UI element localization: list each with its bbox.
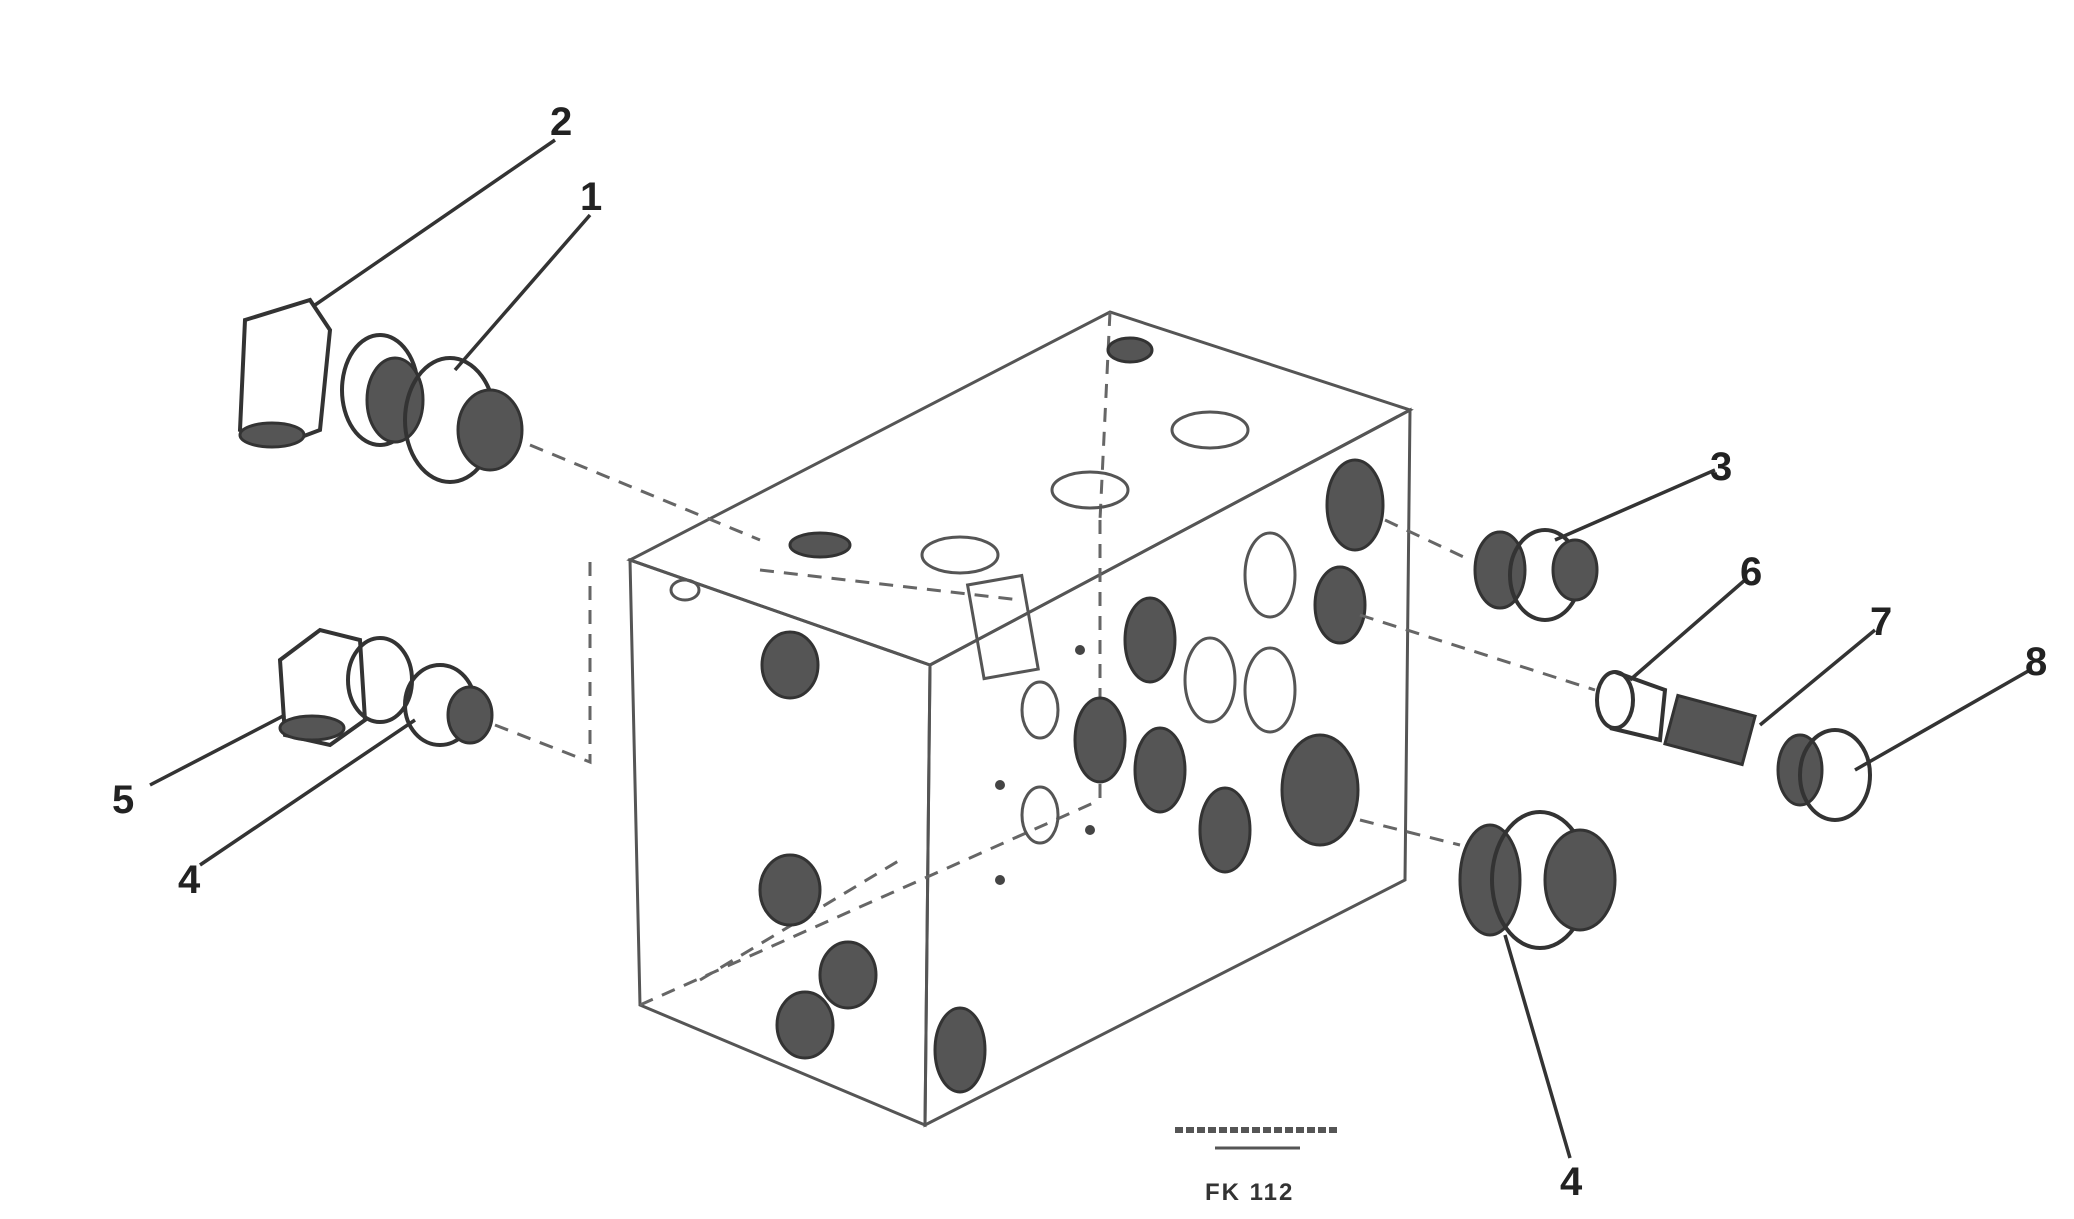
leader-lines — [149, 138, 2031, 1159]
figure-code-block: FK 112 — [1175, 1127, 1340, 1206]
valve-block — [626, 310, 1414, 1128]
callout-2: 2 — [550, 100, 572, 144]
plug-right-upper — [1384, 518, 1599, 622]
callout-4-bottom: 4 — [1560, 1160, 1583, 1204]
callout-4-left: 4 — [178, 858, 201, 902]
cartridge-assembly — [1359, 613, 1872, 822]
callout-7: 7 — [1870, 600, 1892, 644]
callout-5: 5 — [112, 778, 134, 822]
figure-code: FK 112 — [1205, 1179, 1294, 1206]
fitting-right-lower — [1359, 810, 1617, 950]
callout-8: 8 — [2025, 640, 2047, 684]
callout-3: 3 — [1710, 445, 1732, 489]
fitting-lower-left — [277, 560, 592, 765]
callout-6: 6 — [1740, 550, 1762, 594]
callout-1: 1 — [580, 175, 602, 219]
fitting-upper-left — [237, 297, 761, 542]
